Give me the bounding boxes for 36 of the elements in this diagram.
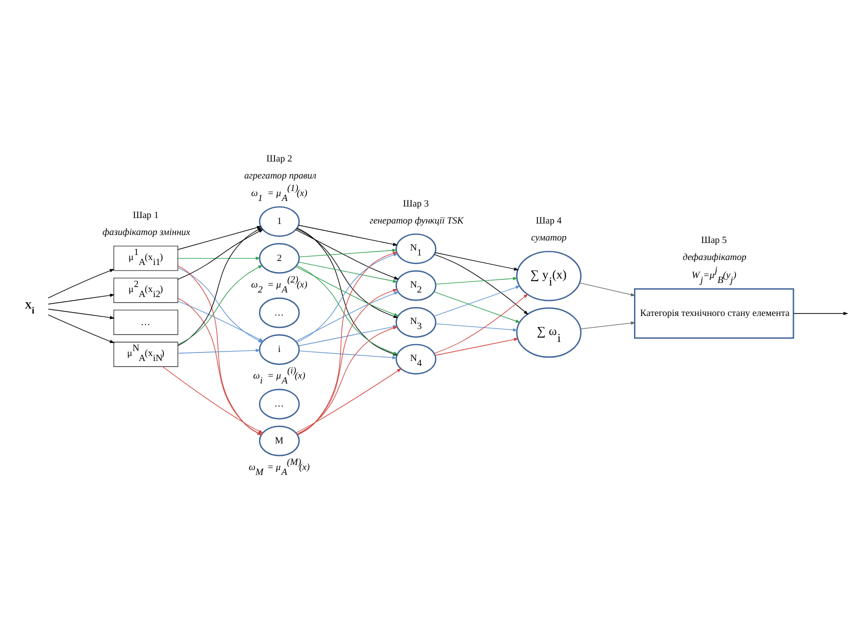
arrow xyxy=(434,254,528,314)
arrow xyxy=(48,268,115,298)
node-ellipse: … xyxy=(258,388,300,419)
label: Шар 5 xyxy=(701,236,727,246)
node-box: … xyxy=(113,309,178,334)
arrow xyxy=(48,314,115,343)
arrow xyxy=(298,261,398,282)
label: Шар 1 xyxy=(132,210,159,220)
label: фазифікатор змінних xyxy=(102,227,190,238)
arrow xyxy=(434,337,519,356)
arrow xyxy=(793,311,848,315)
node-box: Категорія технічного стану елемента xyxy=(634,288,794,338)
arrow xyxy=(178,348,261,354)
label: суматор xyxy=(531,232,566,243)
arrow xyxy=(296,368,402,433)
label: Шар 4 xyxy=(536,216,562,226)
arrow xyxy=(178,225,262,250)
label: агрегатор правил xyxy=(244,170,316,181)
label: Шар 3 xyxy=(403,198,429,209)
arrow xyxy=(298,224,398,246)
arrow xyxy=(434,285,520,316)
arrow xyxy=(48,308,115,319)
label: дефазифікатор xyxy=(682,252,746,263)
arrow xyxy=(434,252,519,270)
label: Шар 2 xyxy=(266,154,292,164)
arrow xyxy=(435,323,518,332)
arrow xyxy=(579,282,636,296)
arrow xyxy=(178,256,261,260)
arrow xyxy=(434,290,520,322)
arrow xyxy=(296,266,399,316)
arrow xyxy=(435,276,518,284)
arrow xyxy=(48,293,115,304)
arrow xyxy=(580,320,636,329)
arrow xyxy=(162,366,264,433)
arrow xyxy=(434,293,528,354)
node-ellipse: … xyxy=(258,296,300,328)
